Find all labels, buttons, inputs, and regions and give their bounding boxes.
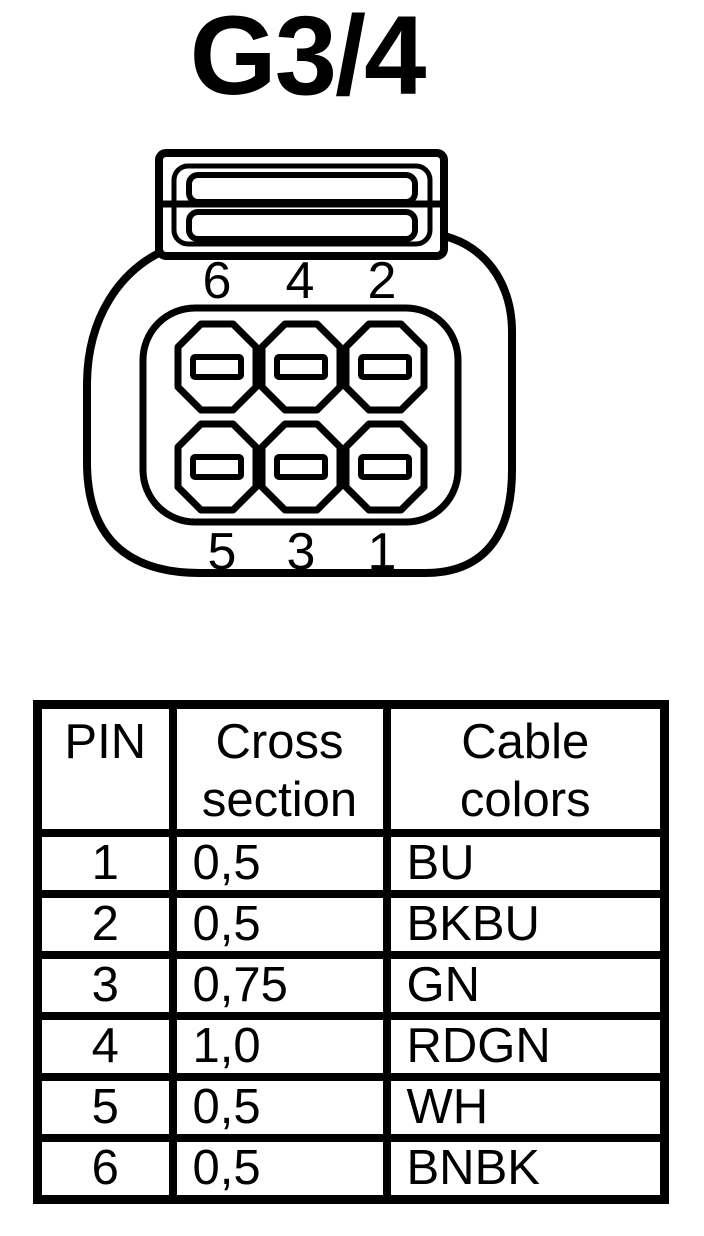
pin-cell: 5: [33, 1073, 177, 1142]
cross-section-cell: 1,0: [168, 1012, 391, 1081]
latch-slot-bottom: [186, 209, 418, 242]
pin-label-1: 1: [368, 523, 397, 581]
pin-slot-2: [358, 354, 412, 380]
table-row: 6 0,5 BNBK: [33, 1134, 669, 1204]
table-row: 3 0,75 GN: [33, 951, 669, 1020]
cable-color-cell: GN: [382, 951, 669, 1020]
pin-sockets: [174, 320, 428, 514]
cross-section-cell: 0,5: [168, 890, 391, 959]
cross-section-cell: 0,5: [168, 1134, 391, 1204]
table-row: 2 0,5 BKBU: [33, 890, 669, 959]
pin-cell: 4: [33, 1012, 177, 1081]
connector-latch: [155, 149, 448, 260]
table-header-row: PIN Cross section Cable colors: [33, 700, 669, 837]
latch-slot-top: [186, 172, 418, 205]
diagram-title: G3/4: [189, 0, 427, 118]
pinout-table: PIN Cross section Cable colors 1 0,5 BU …: [33, 700, 669, 1204]
pin-label-3: 3: [287, 523, 316, 581]
pin-label-2: 2: [368, 252, 397, 310]
pin-slot-4: [274, 354, 328, 380]
pin-slot-1: [358, 454, 412, 480]
cable-color-cell: WH: [382, 1073, 669, 1142]
cable-color-cell: BNBK: [382, 1134, 669, 1204]
connector-cavity: [139, 304, 462, 526]
header-pin: PIN: [33, 700, 177, 837]
pin-slot-5: [190, 454, 244, 480]
table-row: 4 1,0 RDGN: [33, 1012, 669, 1081]
pin-cell: 2: [33, 890, 177, 959]
connector-diagram: 6 4 2 5 3 1: [83, 149, 516, 581]
cross-section-cell: 0,75: [168, 951, 391, 1020]
pin-cell: 6: [33, 1134, 177, 1204]
cable-color-cell: RDGN: [382, 1012, 669, 1081]
pin-label-6: 6: [203, 252, 232, 310]
pin-slot-6: [190, 354, 244, 380]
cross-section-cell: 0,5: [168, 829, 391, 898]
pin-label-5: 5: [208, 523, 237, 581]
pin-cell: 1: [33, 829, 177, 898]
pin-slot-3: [274, 454, 328, 480]
header-cable-colors: Cable colors: [382, 700, 669, 837]
header-cross-section: Cross section: [168, 700, 391, 837]
cross-section-cell: 0,5: [168, 1073, 391, 1142]
pin-labels: 6 4 2 5 3 1: [203, 252, 397, 581]
cable-color-cell: BU: [382, 829, 669, 898]
cable-color-cell: BKBU: [382, 890, 669, 959]
pin-cell: 3: [33, 951, 177, 1020]
pin-label-4: 4: [286, 252, 315, 310]
table-row: 1 0,5 BU: [33, 829, 669, 898]
table-row: 5 0,5 WH: [33, 1073, 669, 1142]
